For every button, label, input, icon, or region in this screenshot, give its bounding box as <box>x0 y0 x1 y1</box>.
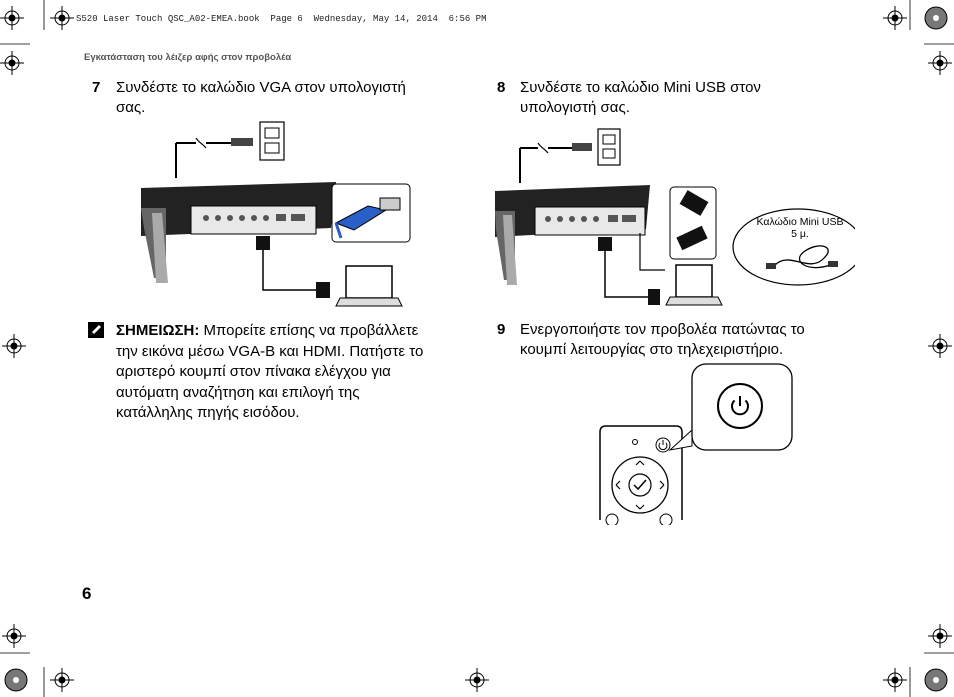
step-number: 7 <box>92 79 101 96</box>
check-icon <box>633 479 647 491</box>
page-number: 6 <box>82 584 92 603</box>
registration-mark-icon <box>0 50 25 76</box>
note-text: Μπορείτε επίσης να προβάλλετε <box>203 322 419 339</box>
power-icon <box>658 440 668 451</box>
step-text-line: κουμπί λειτουργίας στο τηλεχειριστήριο. <box>520 341 784 358</box>
mini-usb-connector <box>679 190 709 216</box>
step-text-line: σας. <box>116 99 146 116</box>
usb-connection-illustration <box>495 128 855 306</box>
registration-mark-icon <box>882 667 908 693</box>
power-plug <box>231 138 253 146</box>
remote-illustration <box>599 363 793 525</box>
step-number: 8 <box>497 79 506 96</box>
power-icon <box>731 396 749 416</box>
cable-coil <box>774 245 831 269</box>
section-title: Εγκατάσταση του λέιζερ αφής στον προβολέ… <box>84 52 292 63</box>
laptop-icon <box>675 264 713 298</box>
note-text: αυτόματη αναζήτηση και επιλογή της <box>116 383 360 401</box>
usb-connector <box>676 225 708 251</box>
note-text: αριστερό κουμπί στον πίνακα ελέγχου για <box>116 363 391 380</box>
note-pencil-icon <box>88 322 104 338</box>
registration-mark-icon <box>0 5 25 31</box>
note-block: ΣΗΜΕΙΩΣΗ: Μπορείτε επίσης να προβάλλετε … <box>116 321 466 424</box>
registration-mark-icon <box>927 333 953 359</box>
power-plug <box>572 143 592 151</box>
registration-mark-icon <box>1 333 27 359</box>
registration-mark-icon <box>927 50 953 76</box>
registration-mark-icon <box>49 5 75 31</box>
registration-mark-icon <box>49 667 75 693</box>
note-text: κατάλληλης πηγής εισόδου. <box>116 404 300 421</box>
step-text-line: Συνδέστε το καλώδιο Mini USB στον <box>520 79 761 96</box>
cable-callout-line: Καλώδιο Mini USB <box>756 216 844 228</box>
step-number: 9 <box>497 321 506 338</box>
step-text-line: υπολογιστή σας. <box>520 99 630 116</box>
step-text-line: Συνδέστε το καλώδιο VGA στον υπολογιστή <box>116 79 406 96</box>
print-header: S520 Laser Touch QSC_A02-EMEA.book Page … <box>76 14 487 24</box>
note-label: ΣΗΜΕΙΩΣΗ: <box>116 322 200 339</box>
ok-button <box>628 473 652 497</box>
registration-mark-icon <box>927 623 953 649</box>
registration-mark-icon <box>464 667 490 693</box>
registration-mark-icon <box>882 5 908 31</box>
color-wheel-icon <box>4 668 28 692</box>
cable-callout-label: Καλώδιο Mini USB 5 μ. <box>740 216 860 240</box>
power-outlet <box>597 128 621 166</box>
vga-connection-illustration <box>141 121 411 307</box>
color-wheel-icon <box>924 6 948 30</box>
laptop-icon <box>345 265 393 299</box>
projector-ports <box>534 206 646 236</box>
note-text: την εικόνα μέσω VGA-B και HDMI. Πατήστε … <box>116 342 424 360</box>
color-wheel-icon <box>924 668 948 692</box>
step-text-line: Ενεργοποιήστε τον προβολέα πατώντας το <box>520 321 805 338</box>
cable-callout-line: 5 μ. <box>791 228 809 240</box>
registration-mark-icon <box>1 623 27 649</box>
